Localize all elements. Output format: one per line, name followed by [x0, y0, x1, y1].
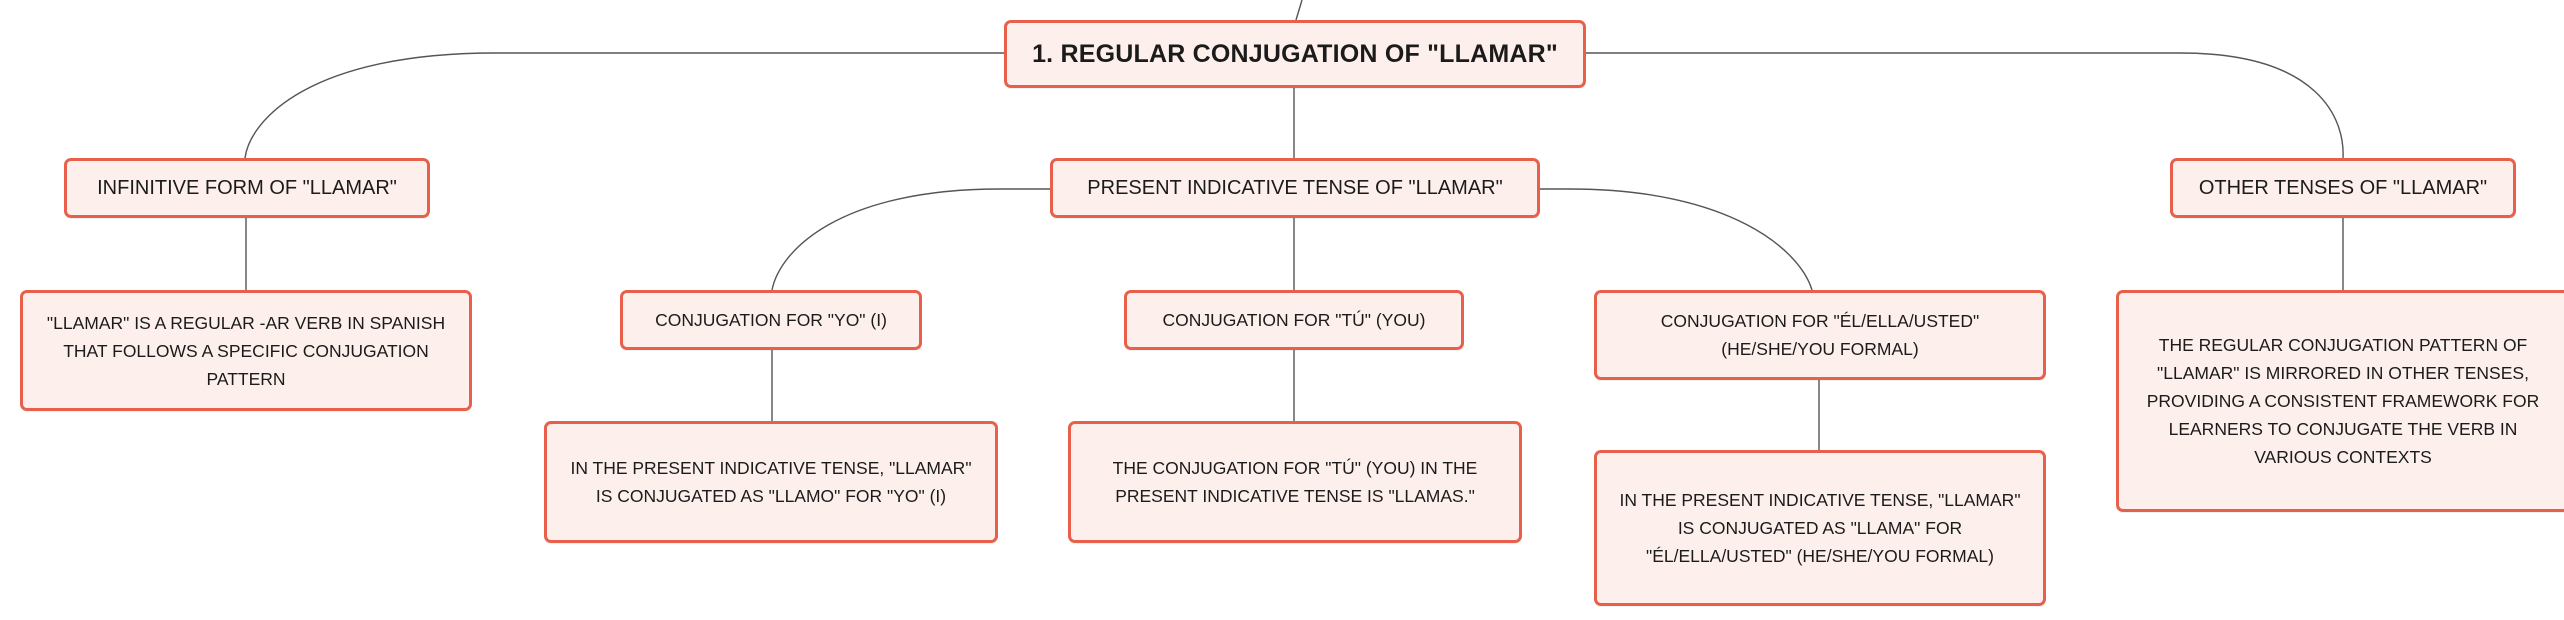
- topic-other-tenses[interactable]: OTHER TENSES OF "LLAMAR": [2170, 158, 2516, 218]
- detail-conjugation-tu[interactable]: THE CONJUGATION FOR "TÚ" (YOU) IN THE PR…: [1068, 421, 1522, 543]
- connector-root-to-other: [1586, 52, 2344, 159]
- connector-parent-to-root: [1295, 0, 1303, 21]
- subtopic-conjugation-tu[interactable]: CONJUGATION FOR "TÚ" (YOU): [1124, 290, 1464, 350]
- topic-other-tenses-label: OTHER TENSES OF "LLAMAR": [2198, 176, 2488, 199]
- root-topic-node[interactable]: 1. REGULAR CONJUGATION OF "LLAMAR": [1004, 20, 1586, 88]
- connector-present-to-el: [1540, 188, 1813, 291]
- detail-infinitive-form[interactable]: "LLAMAR" IS A REGULAR -AR VERB IN SPANIS…: [20, 290, 472, 411]
- topic-infinitive-form[interactable]: INFINITIVE FORM OF "LLAMAR": [64, 158, 430, 218]
- detail-other-tenses-text: THE REGULAR CONJUGATION PATTERN OF "LLAM…: [2146, 335, 2540, 467]
- connector-root-to-infinitive: [244, 52, 1004, 159]
- detail-conjugation-el[interactable]: IN THE PRESENT INDICATIVE TENSE, "LLAMAR…: [1594, 450, 2046, 606]
- subtopic-conjugation-yo-label: CONJUGATION FOR "YO" (I): [655, 310, 887, 330]
- detail-conjugation-el-text: IN THE PRESENT INDICATIVE TENSE, "LLAMAR…: [1619, 490, 2021, 566]
- root-topic-label: 1. REGULAR CONJUGATION OF "LLAMAR": [1032, 39, 1558, 68]
- topic-present-indicative[interactable]: PRESENT INDICATIVE TENSE OF "LLAMAR": [1050, 158, 1540, 218]
- subtopic-conjugation-el-label: CONJUGATION FOR "ÉL/ELLA/USTED" (HE/SHE/…: [1660, 311, 1980, 359]
- subtopic-conjugation-el[interactable]: CONJUGATION FOR "ÉL/ELLA/USTED" (HE/SHE/…: [1594, 290, 2046, 380]
- detail-conjugation-yo[interactable]: IN THE PRESENT INDICATIVE TENSE, "LLAMAR…: [544, 421, 998, 543]
- topic-present-indicative-label: PRESENT INDICATIVE TENSE OF "LLAMAR": [1087, 176, 1503, 199]
- connector-present-to-yo: [771, 188, 1050, 291]
- detail-conjugation-yo-text: IN THE PRESENT INDICATIVE TENSE, "LLAMAR…: [570, 458, 972, 506]
- detail-conjugation-tu-text: THE CONJUGATION FOR "TÚ" (YOU) IN THE PR…: [1112, 458, 1478, 506]
- topic-infinitive-form-label: INFINITIVE FORM OF "LLAMAR": [97, 176, 397, 199]
- detail-infinitive-form-text: "LLAMAR" IS A REGULAR -AR VERB IN SPANIS…: [46, 312, 446, 389]
- subtopic-conjugation-tu-label: CONJUGATION FOR "TÚ" (YOU): [1162, 310, 1426, 330]
- detail-other-tenses[interactable]: THE REGULAR CONJUGATION PATTERN OF "LLAM…: [2116, 290, 2564, 512]
- subtopic-conjugation-yo[interactable]: CONJUGATION FOR "YO" (I): [620, 290, 922, 350]
